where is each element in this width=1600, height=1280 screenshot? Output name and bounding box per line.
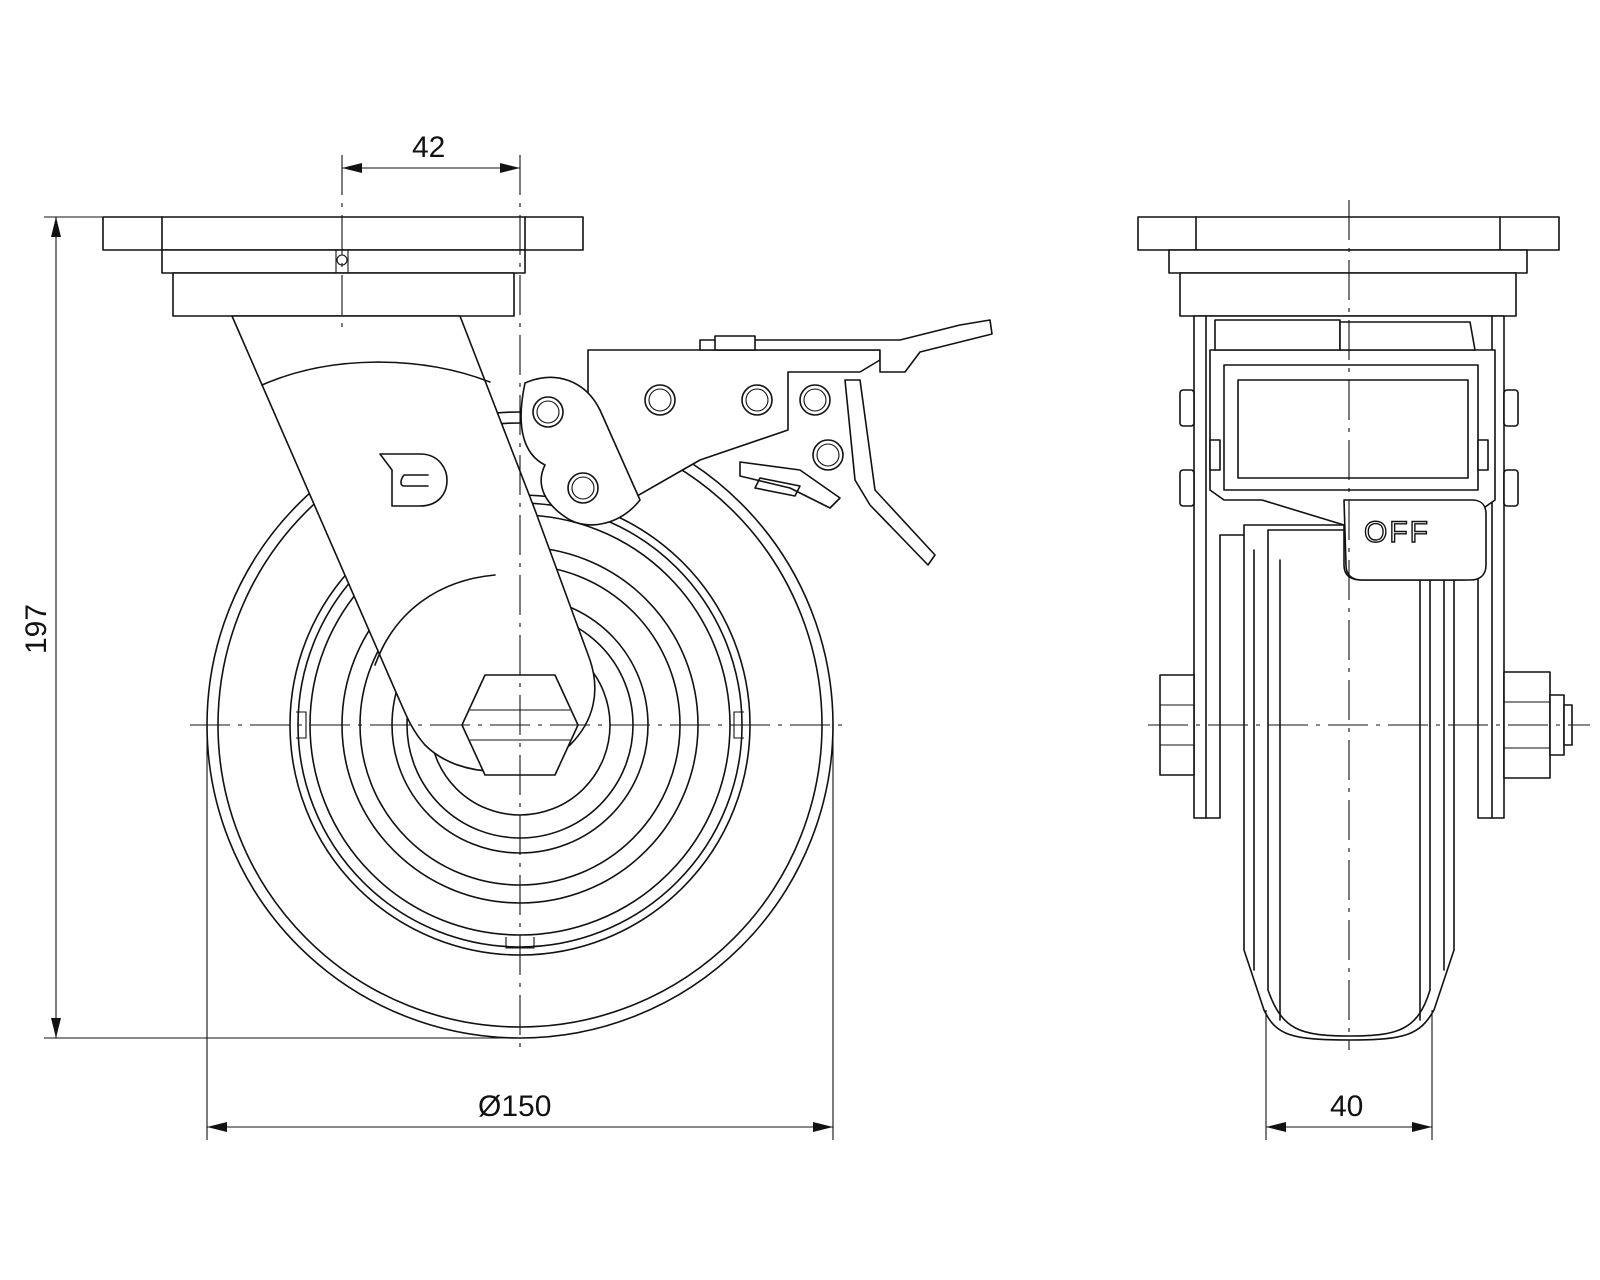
brake-mechanism-side [520,319,993,566]
dimension-height-197: 197 [20,216,520,1039]
side-view: D [102,155,993,1050]
brake-off-label: OFF [1364,516,1430,549]
dimension-offset-42: 42 [342,131,520,173]
dimension-label-offset: 42 [412,131,445,164]
top-plate-side [102,216,584,317]
dimension-label-diameter: Ø150 [478,1090,551,1123]
dimension-label-height: 197 [20,604,53,654]
logo-d-mark: D [379,453,448,507]
dimension-width-40: 40 [1265,1010,1433,1140]
dimension-diameter-150: Ø150 [206,725,834,1140]
dimension-label-width: 40 [1330,1090,1363,1123]
front-view: OFF [1137,200,1590,1050]
